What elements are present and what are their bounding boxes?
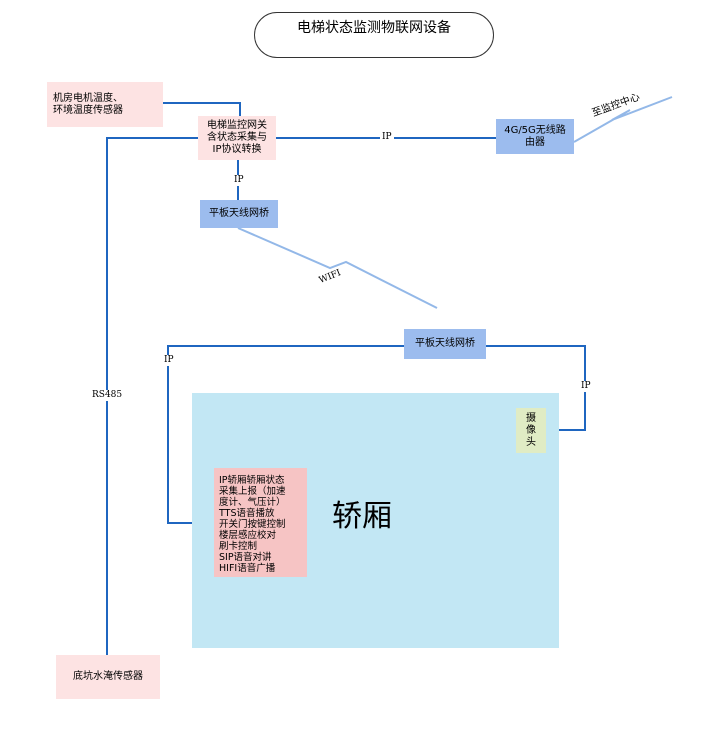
bridge-top-node: 平板天线网桥 [200,200,278,228]
machine-room-sensor: 机房电机温度、 环境温度传感器 [47,82,163,127]
bridge-car-line [167,345,404,524]
edge-label-gateway-router: IP [380,132,394,143]
camera-node: 摄 像 头 [516,408,546,453]
rs485-line [106,137,198,655]
gateway-node: 电梯监控网关 含状态采集与 IP协议转换 [198,116,276,160]
car-label: 轿厢 [332,499,392,534]
edge-label-bridge-camera: IP [579,381,593,392]
router-node: 4G/5G无线路 由器 [496,119,574,154]
car-controller-node: IP轿厢轿厢状态 采集上报（加速 度计、气压计） TTS语音播放 开关门按键控制… [214,468,307,577]
bridge-bottom-node: 平板天线网桥 [404,329,486,359]
monitor-zigzag [573,96,673,143]
pit-sensor-node: 底坑水淹传感器 [56,655,160,699]
wifi-zigzag [237,227,438,309]
edge-label-rs485: RS485 [90,390,125,401]
edge-label-bridge-car: IP [162,355,176,366]
diagram-title: 电梯状态监测物联网设备 [254,12,494,58]
edge-label-gateway-bridge: IP [232,175,246,186]
sensor-gateway-line [163,102,241,116]
